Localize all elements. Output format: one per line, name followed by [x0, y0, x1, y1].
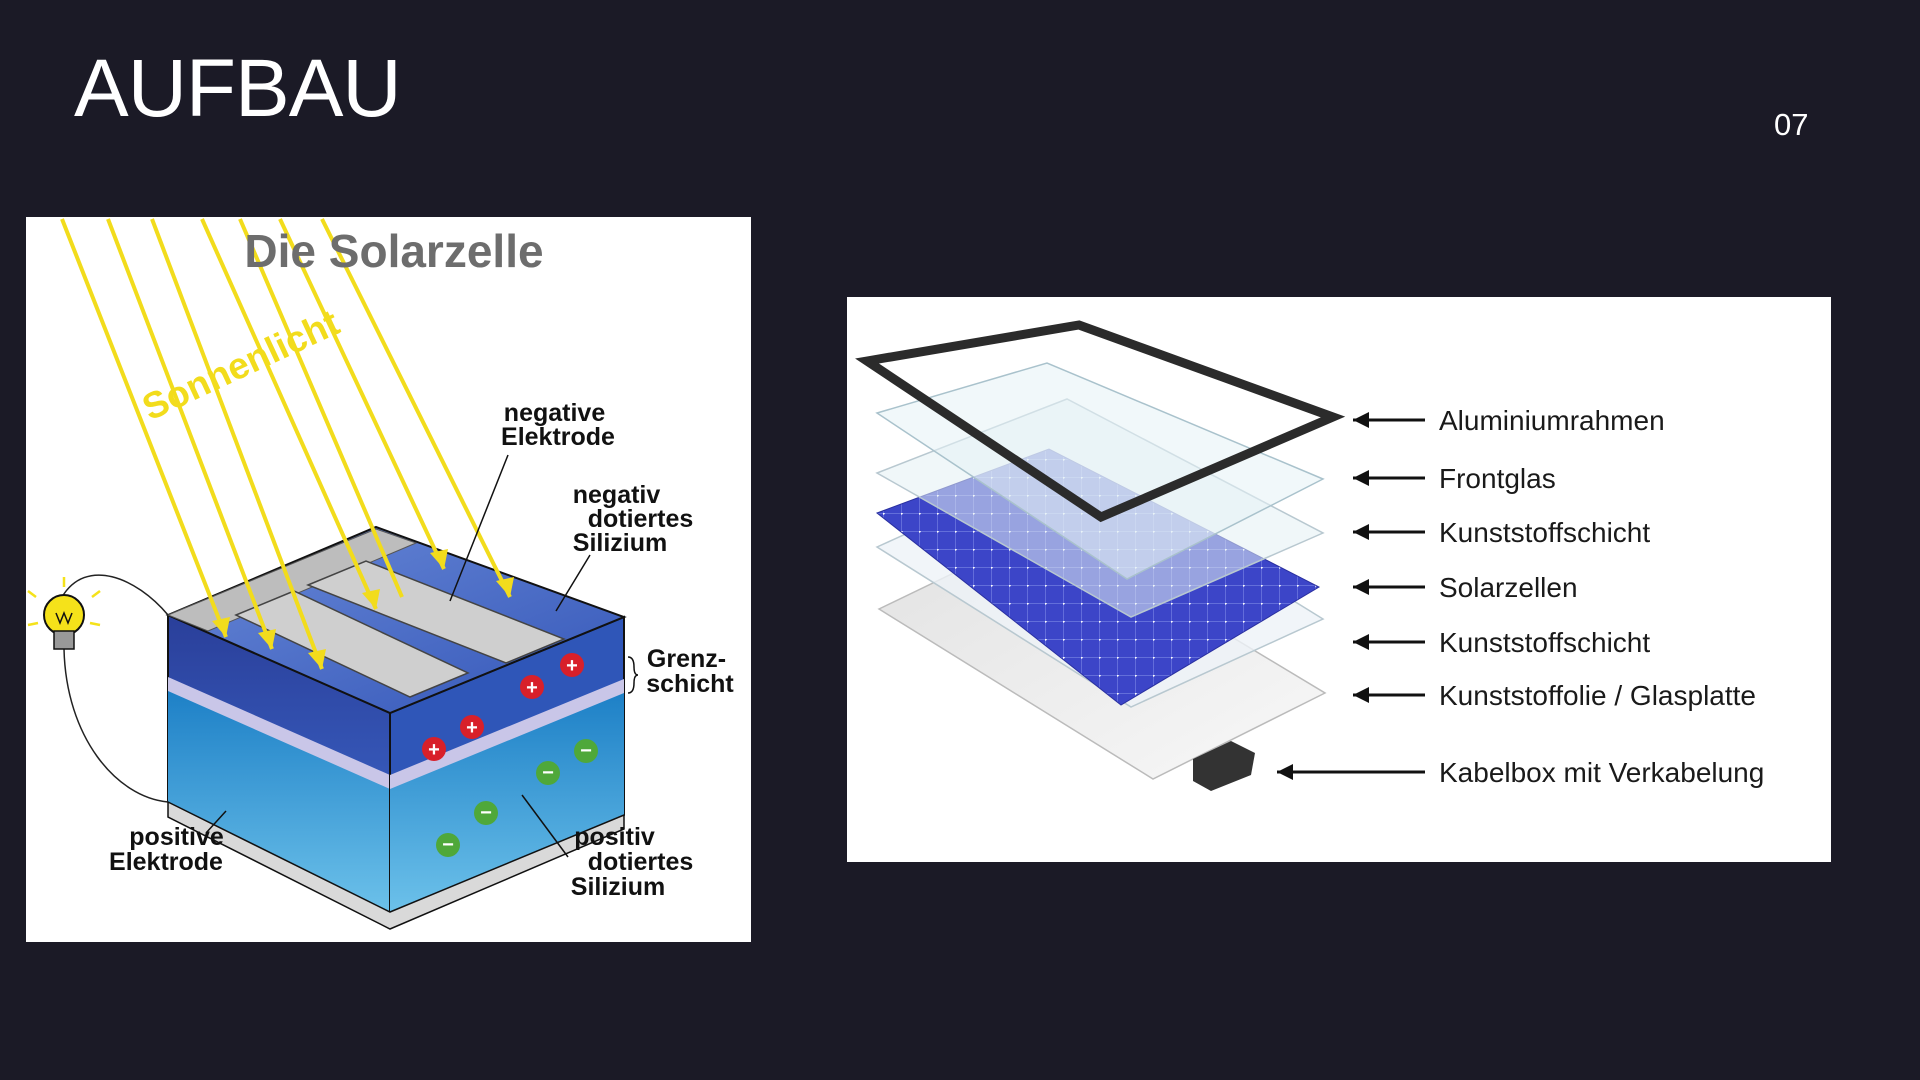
cable-box — [1193, 741, 1255, 791]
solar-cell-diagram: + + + + − − − − Die Solarzelle Sonnenlic… — [26, 217, 751, 942]
label-solar-cells: Solarzellen — [1439, 572, 1578, 603]
label-plastic-layer-upper: Kunststoffschicht — [1439, 517, 1650, 548]
light-bulb-icon — [27, 577, 101, 650]
svg-text:+: + — [428, 739, 440, 761]
left-face-junction — [168, 677, 390, 789]
svg-text:−: − — [542, 762, 554, 784]
wire-top — [61, 574, 169, 616]
svg-text:−: − — [480, 802, 492, 824]
negative-silicon-label: negativ dotiertes Silizium — [573, 481, 701, 557]
arrow-heads — [1277, 412, 1369, 780]
sunlight-rays — [60, 218, 512, 670]
negative-electrode-label: negative Elektrode — [501, 399, 615, 451]
left-face-p — [168, 687, 390, 912]
label-cable-box: Kabelbox mit Verkabelung — [1439, 757, 1764, 788]
front-glass — [875, 362, 1325, 580]
back-rail — [166, 528, 418, 632]
aluminium-frame — [855, 320, 1346, 523]
svg-text:+: + — [566, 655, 578, 677]
slide-title: AUFBAU — [74, 43, 402, 134]
solar-cell-svg: + + + + − − − − Die Solarzelle Sonnenlic… — [27, 218, 734, 930]
page-number: 07 — [1774, 107, 1809, 142]
svg-text:+: + — [466, 717, 478, 739]
bottom-electrode — [167, 800, 625, 930]
wire-bottom — [63, 648, 169, 803]
label-back-sheet: Kunststoffolie / Glasplatte — [1439, 680, 1756, 711]
module-diagram: Aluminiumrahmen Frontglas Kunststoffschi… — [847, 297, 1831, 862]
label-plastic-layer-lower: Kunststoffschicht — [1439, 627, 1650, 658]
positive-electrode-label: positive Elektrode — [109, 823, 231, 876]
svg-text:−: − — [580, 740, 592, 762]
minus-charge-icon: − − − − — [436, 739, 598, 857]
sunlight-arrowheads — [212, 549, 514, 669]
label-front-glass: Frontglas — [1439, 463, 1556, 494]
positive-silicon-label: positiv dotiertes Silizium — [571, 823, 701, 901]
svg-text:−: − — [442, 834, 454, 856]
leader-lines — [205, 454, 639, 858]
label-aluminium-frame: Aluminiumrahmen — [1439, 405, 1665, 436]
junction-label: Grenz- schicht — [646, 645, 734, 698]
plus-charge-icon: + + + + — [422, 653, 584, 761]
module-svg: Aluminiumrahmen Frontglas Kunststoffschi… — [855, 320, 1764, 791]
electrode-strip-2 — [305, 560, 567, 664]
svg-text:+: + — [526, 677, 538, 699]
sunlight-label: Sonnenlicht — [136, 302, 345, 429]
diagram-heading: Die Solarzelle — [244, 225, 543, 277]
electrode-strip-1 — [234, 590, 470, 698]
right-face-junction — [390, 679, 624, 789]
